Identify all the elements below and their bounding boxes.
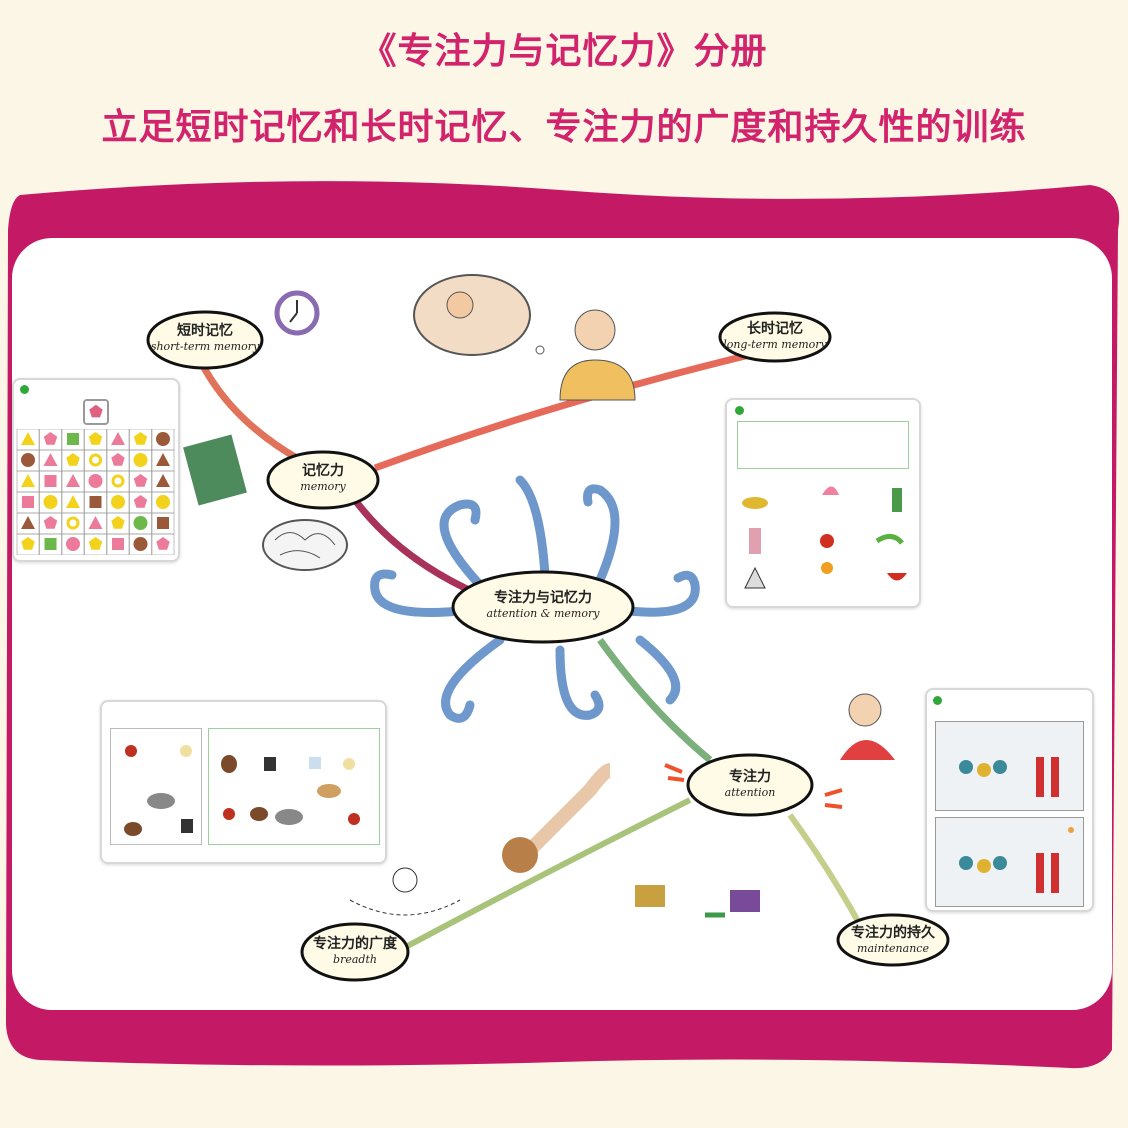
branch-breadth: [398, 797, 692, 953]
story-text-box: [737, 421, 909, 469]
circle-yellow-icon: [133, 453, 148, 467]
node-long-term-cn: 长时记忆: [747, 321, 803, 337]
painting-illustration: [635, 885, 665, 907]
pentagon-pink-icon: [111, 453, 125, 466]
branch-short-term: [196, 358, 302, 464]
exercise-number: [20, 385, 29, 394]
node-center: 专注力与记忆力 attention & memory: [455, 587, 631, 620]
pentagon-yellow-icon: [133, 432, 148, 445]
pentagon-yellow-icon: [88, 432, 103, 445]
ring-yellow-icon: [89, 453, 102, 467]
page-subtitle: 立足短时记忆和长时记忆、专注力的广度和持久性的训练: [101, 107, 1027, 148]
circle-yellow-icon: [43, 495, 58, 509]
node-breadth: 专注力的广度 breadth: [302, 933, 408, 966]
circle-brown-icon: [156, 432, 170, 446]
circle-pink-icon: [88, 474, 103, 488]
pentagon-yellow-icon: [66, 453, 80, 466]
node-attention: 专注力 attention: [690, 766, 810, 799]
node-maintenance-en: maintenance: [857, 942, 929, 955]
square-pink-icon: [112, 538, 124, 550]
circle-brown-icon: [21, 453, 35, 467]
node-short-term-en: short-term memory: [150, 340, 260, 353]
triangle-yellow-icon: [21, 432, 35, 445]
worksheet-find-pictures: [100, 700, 387, 864]
branch-memory: [352, 497, 482, 599]
square-green-icon: [67, 433, 79, 445]
shape-grid: [16, 429, 175, 555]
node-short-term: 短时记忆 short-term memory: [150, 320, 260, 353]
ring-yellow-icon: [66, 516, 80, 530]
emphasis-marks: [664, 763, 843, 809]
scene-bottom: [935, 817, 1084, 907]
pentagon-pink-icon: [43, 432, 58, 445]
node-attention-cn: 专注力: [729, 769, 771, 785]
exercise-number: [933, 696, 942, 705]
pentagon-yellow-icon: [111, 516, 125, 529]
square-green-icon: [44, 538, 57, 550]
square-brown-icon: [89, 496, 102, 508]
node-memory: 记忆力 memory: [270, 460, 376, 493]
page-title: 《专注力与记忆力》分册: [360, 31, 768, 72]
swirl-decoration: [370, 475, 700, 723]
node-memory-en: memory: [300, 480, 346, 493]
triangle-pink-icon: [111, 432, 125, 445]
exercise-number: [735, 406, 744, 415]
circle-yellow-icon: [156, 495, 170, 509]
branch-maintenance: [787, 813, 863, 927]
node-maintenance: 专注力的持久 maintenance: [838, 922, 948, 955]
triangle-brown-icon: [21, 516, 35, 529]
triangle-brown-icon: [156, 474, 170, 487]
triangle-yellow-icon: [66, 495, 80, 508]
triangle-brown-icon: [156, 453, 170, 466]
old-man-illustration: [574, 309, 616, 351]
picture-panel-right: [208, 728, 380, 845]
branch-attention: [597, 637, 713, 763]
node-long-term: 长时记忆 long-term memory: [720, 318, 830, 351]
target-pentagon-icon: ⬟: [83, 399, 109, 425]
square-pink-icon: [22, 496, 34, 508]
brain-icon: [262, 519, 348, 571]
pentagon-pink-icon: [133, 474, 148, 487]
branch-long-term: [373, 346, 771, 472]
triangle-pink-icon: [66, 474, 80, 487]
node-short-term-cn: 短时记忆: [177, 323, 233, 339]
thought-bubble: [413, 274, 531, 356]
circle-pink-icon: [66, 537, 80, 551]
square-brown-icon: [157, 517, 169, 529]
circle-green-icon: [133, 516, 148, 530]
node-center-en: attention & memory: [486, 607, 600, 620]
ring-yellow-icon: [111, 474, 125, 488]
neuron-illustration: [515, 763, 612, 865]
pentagon-pink-icon: [43, 516, 58, 529]
pentagon-pink-icon: [156, 537, 170, 550]
triangle-pink-icon: [88, 516, 103, 529]
triangle-yellow-icon: [21, 474, 35, 487]
girl-illustration: [848, 693, 882, 727]
worksheet-story: 5: [725, 398, 921, 608]
node-maintenance-cn: 专注力的持久: [851, 925, 935, 941]
pentagon-yellow-icon: [88, 537, 103, 550]
node-breadth-cn: 专注力的广度: [313, 936, 397, 952]
worksheet-shape-grid: 2 ⬟: [12, 378, 180, 562]
triangle-pink-icon: [43, 453, 58, 466]
picture-panel-left: [110, 728, 202, 845]
scene-top: [935, 721, 1084, 811]
book-icon: [183, 434, 247, 506]
worksheet-spot-difference: 3: [925, 688, 1094, 912]
circle-yellow-icon: [111, 495, 125, 509]
pentagon-pink-icon: [133, 495, 148, 508]
node-center-cn: 专注力与记忆力: [494, 590, 592, 606]
node-memory-cn: 记忆力: [302, 463, 344, 479]
story-picture-grid: [742, 486, 907, 589]
pentagon-yellow-icon: [21, 537, 35, 550]
circle-brown-icon: [133, 537, 148, 551]
square-pink-icon: [44, 475, 57, 487]
node-breadth-en: breadth: [333, 953, 377, 966]
node-attention-en: attention: [724, 786, 776, 799]
node-long-term-en: long-term memory: [723, 338, 827, 351]
